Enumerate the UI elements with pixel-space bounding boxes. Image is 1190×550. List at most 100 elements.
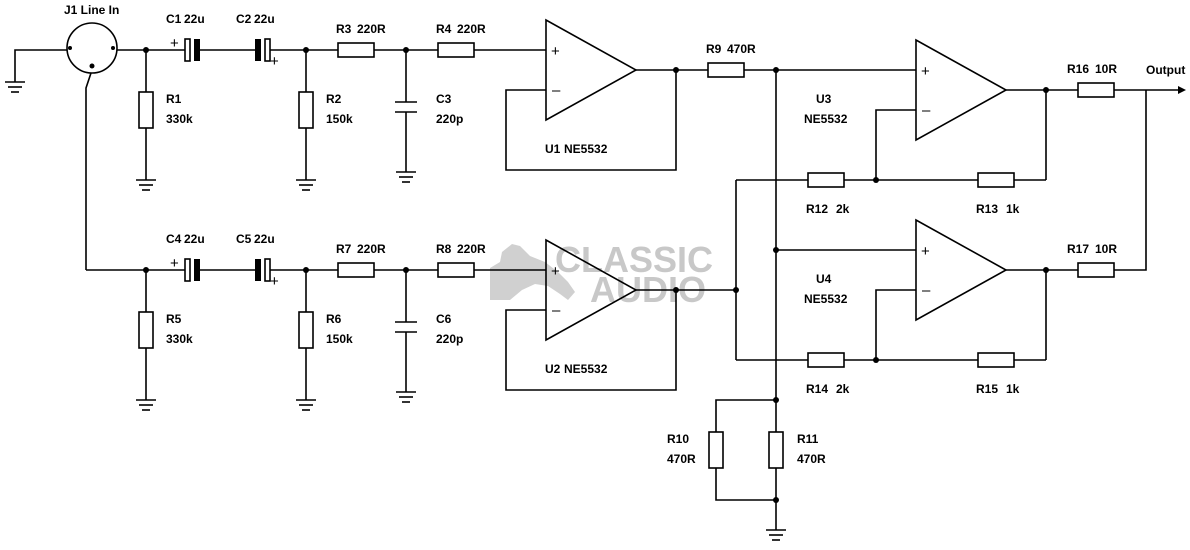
u2-ref: U2	[545, 362, 561, 376]
capacitor-c5: +	[255, 258, 279, 290]
resistor-r11	[768, 431, 784, 469]
r8-ref: R8	[436, 242, 452, 256]
r14-ref: R14	[806, 382, 828, 396]
output-label: Output	[1146, 63, 1185, 77]
resistor-r16	[1077, 82, 1115, 98]
ground-icon	[766, 529, 786, 541]
junctions	[143, 47, 1049, 503]
c5-ref: C5	[236, 232, 252, 246]
opamp-u4: +–	[915, 218, 1008, 322]
resistor-r2	[298, 91, 314, 129]
electrolytic-capacitors: + + + +	[170, 35, 279, 290]
r6-value: 150k	[326, 332, 353, 346]
r12-ref: R12	[806, 202, 828, 216]
c1-value: 22u	[184, 12, 205, 26]
r3-value: 220R	[357, 22, 386, 36]
c6-value: 220p	[436, 332, 463, 346]
r13-ref: R13	[976, 202, 998, 216]
resistor-r5	[138, 311, 154, 349]
wires	[14, 49, 1178, 530]
r10-value: 470R	[667, 452, 696, 466]
opamp-u2: +–	[545, 238, 638, 342]
r9-value: 470R	[727, 42, 756, 56]
r10-ref: R10	[667, 432, 689, 446]
svg-text:–: –	[552, 302, 561, 319]
r11-value: 470R	[797, 452, 826, 466]
u4-ref: U4	[816, 272, 832, 286]
r5-value: 330k	[166, 332, 193, 346]
svg-text:+: +	[270, 273, 279, 290]
capacitor-c4: +	[170, 255, 200, 282]
r16-value: 10R	[1095, 62, 1117, 76]
r7-ref: R7	[336, 242, 352, 256]
r16-ref: R16	[1067, 62, 1089, 76]
resistor-r9	[707, 62, 745, 78]
r4-ref: R4	[436, 22, 452, 36]
r1-value: 330k	[166, 112, 193, 126]
svg-text:–: –	[552, 82, 561, 99]
output-arrow-icon	[1178, 86, 1186, 94]
ceramic-capacitors	[395, 101, 417, 333]
resistor-r13	[977, 172, 1015, 188]
svg-text:+: +	[921, 243, 930, 260]
ground-symbols	[5, 81, 786, 541]
capacitor-c6	[395, 321, 417, 333]
u2-value: NE5532	[564, 362, 608, 376]
resistor-r10	[708, 431, 724, 469]
c4-value: 22u	[184, 232, 205, 246]
capacitor-c3	[395, 101, 417, 113]
r2-ref: R2	[326, 92, 342, 106]
opamp-u1: +–	[545, 18, 638, 122]
ground-icon	[296, 399, 316, 411]
r2-value: 150k	[326, 112, 353, 126]
resistor-r15	[977, 352, 1015, 368]
resistor-r1	[138, 91, 154, 129]
ground-icon	[396, 391, 416, 403]
r4-value: 220R	[457, 22, 486, 36]
r17-value: 10R	[1095, 242, 1117, 256]
svg-text:+: +	[551, 43, 560, 60]
resistor-r8	[437, 262, 475, 278]
r11-ref: R11	[797, 432, 819, 446]
r5-ref: R5	[166, 312, 182, 326]
resistor-r4	[437, 42, 475, 58]
ground-icon	[396, 171, 416, 183]
r17-ref: R17	[1067, 242, 1089, 256]
labels: J1 Line In Output C1 22u C2 22u C3 220p …	[64, 3, 1185, 466]
c4-ref: C4	[166, 232, 182, 246]
opamp-u3: +–	[915, 38, 1008, 142]
r3-ref: R3	[336, 22, 352, 36]
svg-text:–: –	[922, 282, 931, 299]
watermark-logo-icon	[490, 244, 575, 300]
r14-value: 2k	[836, 382, 850, 396]
svg-text:+: +	[170, 255, 179, 272]
resistor-r7	[337, 262, 375, 278]
r6-ref: R6	[326, 312, 342, 326]
r7-value: 220R	[357, 242, 386, 256]
svg-text:+: +	[921, 63, 930, 80]
j1-connector	[66, 22, 118, 74]
resistors	[138, 42, 1115, 469]
svg-text:+: +	[270, 53, 279, 70]
c5-value: 22u	[254, 232, 275, 246]
svg-text:+: +	[170, 35, 179, 52]
connector-label: J1 Line In	[64, 3, 119, 17]
resistor-r6	[298, 311, 314, 349]
ground-icon	[136, 399, 156, 411]
r13-value: 1k	[1006, 202, 1020, 216]
u1-value: NE5532	[564, 142, 608, 156]
c2-value: 22u	[254, 12, 275, 26]
resistor-r14	[807, 352, 845, 368]
capacitor-c2: +	[255, 38, 279, 70]
ground-icon	[136, 179, 156, 191]
capacitor-c1: +	[170, 35, 200, 62]
c2-ref: C2	[236, 12, 252, 26]
svg-text:+: +	[551, 263, 560, 280]
u3-value: NE5532	[804, 112, 848, 126]
r1-ref: R1	[166, 92, 182, 106]
svg-text:–: –	[922, 102, 931, 119]
r12-value: 2k	[836, 202, 850, 216]
u1-ref: U1	[545, 142, 561, 156]
c3-value: 220p	[436, 112, 463, 126]
